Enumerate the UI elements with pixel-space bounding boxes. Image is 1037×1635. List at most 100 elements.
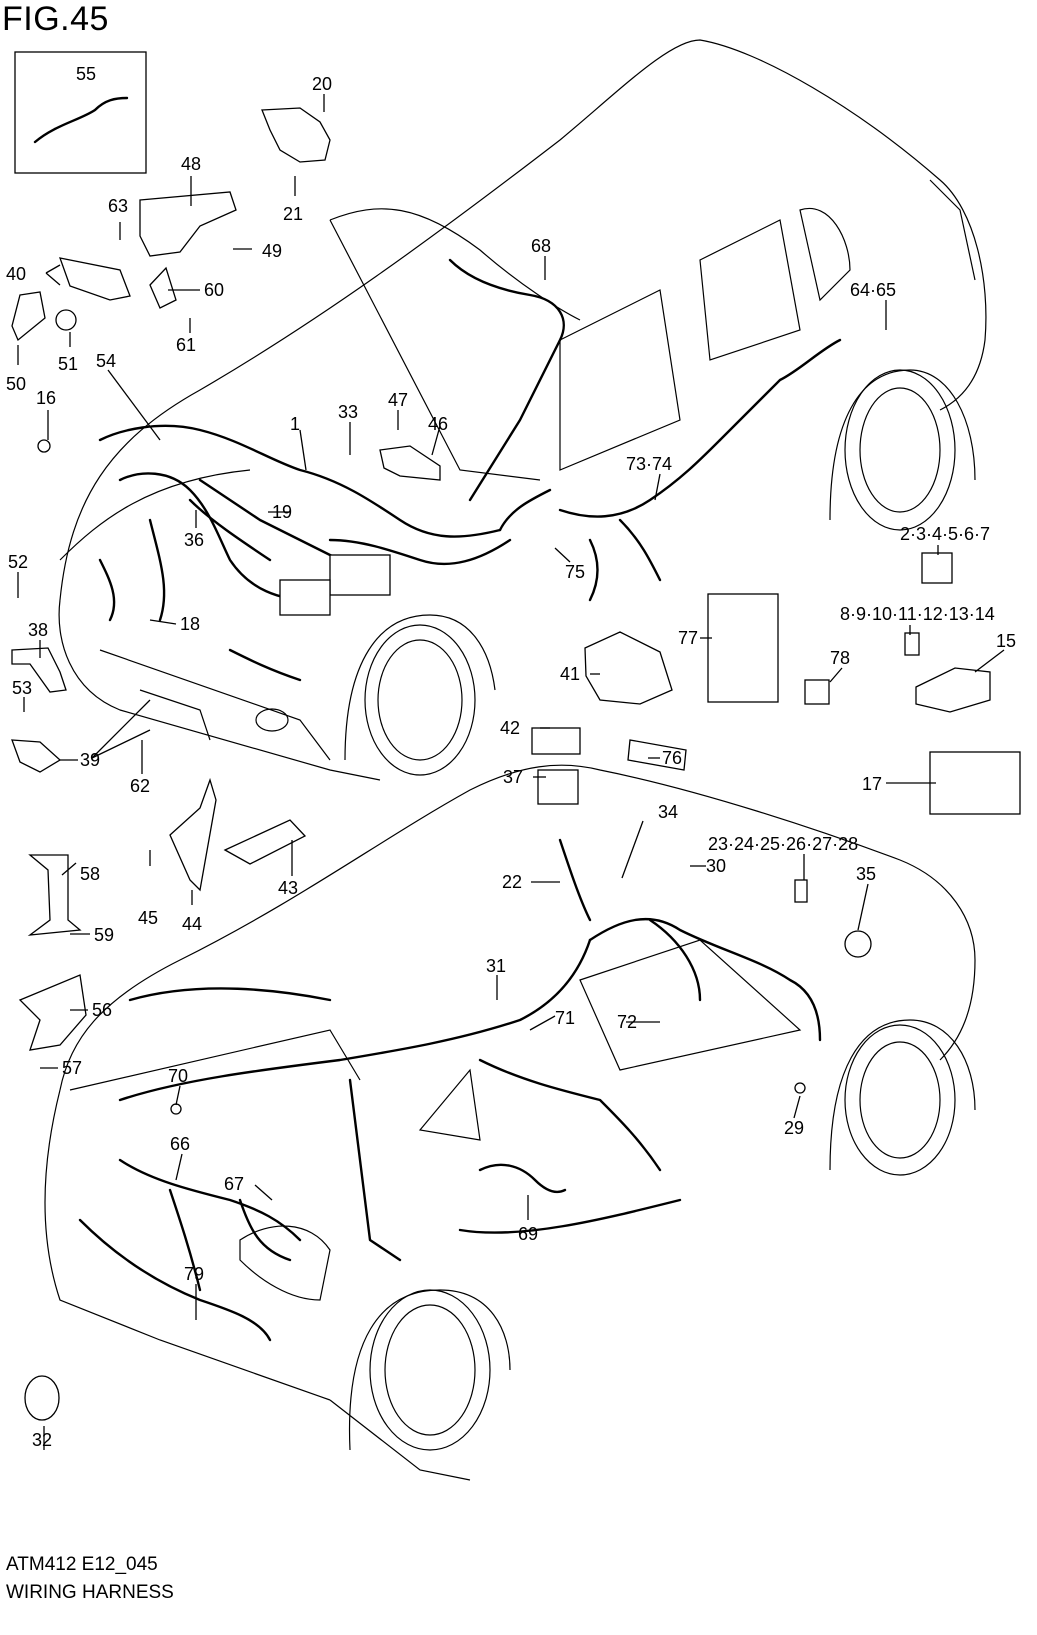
rear-harness-66-79 xyxy=(78,1158,302,1342)
callout-label: 54 xyxy=(96,351,116,371)
callout-label: 73·74 xyxy=(626,454,672,474)
clip-70 xyxy=(170,1103,182,1115)
junction-block-17 xyxy=(929,751,1021,815)
callout-label: 62 xyxy=(130,776,150,796)
clip-16 xyxy=(37,439,51,453)
bracket-48 xyxy=(139,191,237,257)
bracket-39 xyxy=(11,739,62,773)
callout-label: 66 xyxy=(170,1134,190,1154)
callout-label: 47 xyxy=(388,390,408,410)
bracket-43 xyxy=(223,819,307,865)
callout-label: 33 xyxy=(338,402,358,422)
bracket-41 xyxy=(584,631,673,705)
bracket-56 xyxy=(18,974,87,1051)
callout-label: 2·3·4·5·6·7 xyxy=(900,524,990,544)
callout-label: 59 xyxy=(94,925,114,945)
callout-label: 39 xyxy=(80,750,100,770)
callout-label: 58 xyxy=(80,864,100,884)
callout-label: 42 xyxy=(500,718,520,738)
bracket-50 xyxy=(11,291,46,342)
callout-label: 77 xyxy=(678,628,698,648)
callout-label: 22 xyxy=(502,872,522,892)
callout-label: 78 xyxy=(830,648,850,668)
grommet-35 xyxy=(844,930,872,958)
engine-room-harness xyxy=(98,424,552,682)
diagram-caption: WIRING HARNESS xyxy=(6,1582,174,1603)
callout-label: 31 xyxy=(486,956,506,976)
callout-label: 16 xyxy=(36,388,56,408)
callout-label: 57 xyxy=(62,1058,82,1078)
lower-vehicle-outline xyxy=(44,764,976,1481)
callout-label: 52 xyxy=(8,552,28,572)
sub-harness-55 xyxy=(33,96,129,144)
callout-label: 1 xyxy=(290,414,300,434)
callout-label: 19 xyxy=(272,502,292,522)
callout-label: 38 xyxy=(28,620,48,640)
harness-69 xyxy=(478,1163,567,1194)
callout-label: 53 xyxy=(12,678,32,698)
callout-label: 17 xyxy=(862,774,882,794)
callout-label: 36 xyxy=(184,530,204,550)
callout-label: 21 xyxy=(283,204,303,224)
callout-label: 71 xyxy=(555,1008,575,1028)
callout-label: 37 xyxy=(503,767,523,787)
callout-label: 75 xyxy=(565,562,585,582)
roof-harness-68 xyxy=(448,258,565,502)
callout-label: 45 xyxy=(138,908,158,928)
callout-label: 67 xyxy=(224,1174,244,1194)
callout-label: 48 xyxy=(181,154,201,174)
controller-77 xyxy=(707,593,779,703)
fuse-23-28 xyxy=(794,879,808,903)
leader-lines xyxy=(17,94,1005,1450)
callout-label: 43 xyxy=(278,878,298,898)
sleeve-76 xyxy=(627,739,687,771)
floor-harness-73-74 xyxy=(558,338,842,602)
callout-label: 18 xyxy=(180,614,200,634)
callout-label: 68 xyxy=(531,236,551,256)
grommet-51 xyxy=(55,309,77,331)
callout-label: 23·24·25·26·27·28 xyxy=(708,834,858,854)
bolt-29 xyxy=(794,1082,806,1094)
bracket-44 xyxy=(169,777,217,892)
callout-label: 76 xyxy=(662,748,682,768)
callout-label: 30 xyxy=(706,856,726,876)
bracket-60 xyxy=(149,266,177,309)
callout-label: 8·9·10·11·12·13·14 xyxy=(840,604,995,624)
callout-label: 72 xyxy=(617,1012,637,1032)
bracket-38 xyxy=(11,647,67,693)
callout-label: 63 xyxy=(108,196,128,216)
callout-label: 32 xyxy=(32,1430,52,1450)
bracket-20 xyxy=(261,107,331,163)
fuse-8-14 xyxy=(904,632,920,656)
callout-label: 79 xyxy=(184,1264,204,1284)
bracket-40 xyxy=(59,257,131,301)
callout-label: 69 xyxy=(518,1224,538,1244)
fuse-holder-42 xyxy=(531,727,581,755)
callout-label: 46 xyxy=(428,414,448,434)
callout-label: 44 xyxy=(182,914,202,934)
upper-vehicle-outline xyxy=(58,39,987,781)
callout-label: 34 xyxy=(658,802,678,822)
callout-label: 60 xyxy=(204,280,224,300)
bracket-46 xyxy=(379,445,441,481)
detail-box-55 xyxy=(14,51,147,174)
fuse-block-37 xyxy=(537,769,579,805)
callout-label: 40 xyxy=(6,264,26,284)
callout-label: 49 xyxy=(262,241,282,261)
relay-78 xyxy=(804,679,830,705)
callout-label: 61 xyxy=(176,335,196,355)
drawing-code: ATM412 E12_045 xyxy=(6,1554,158,1575)
main-harness-31 xyxy=(118,838,822,1262)
callout-numbers: 55 20 21 48 63 49 40 60 50 51 61 16 54 1… xyxy=(6,64,1016,1450)
callout-label: 64·65 xyxy=(850,280,896,300)
cover-15 xyxy=(915,667,991,713)
callout-label: 41 xyxy=(560,664,580,684)
figure-title: FIG.45 xyxy=(2,0,109,38)
callout-label: 70 xyxy=(168,1066,188,1086)
callout-label: 15 xyxy=(996,631,1016,651)
callout-label: 50 xyxy=(6,374,26,394)
callout-label: 35 xyxy=(856,864,876,884)
callout-label: 51 xyxy=(58,354,78,374)
bracket-58 xyxy=(27,854,82,936)
callout-label: 56 xyxy=(92,1000,112,1020)
